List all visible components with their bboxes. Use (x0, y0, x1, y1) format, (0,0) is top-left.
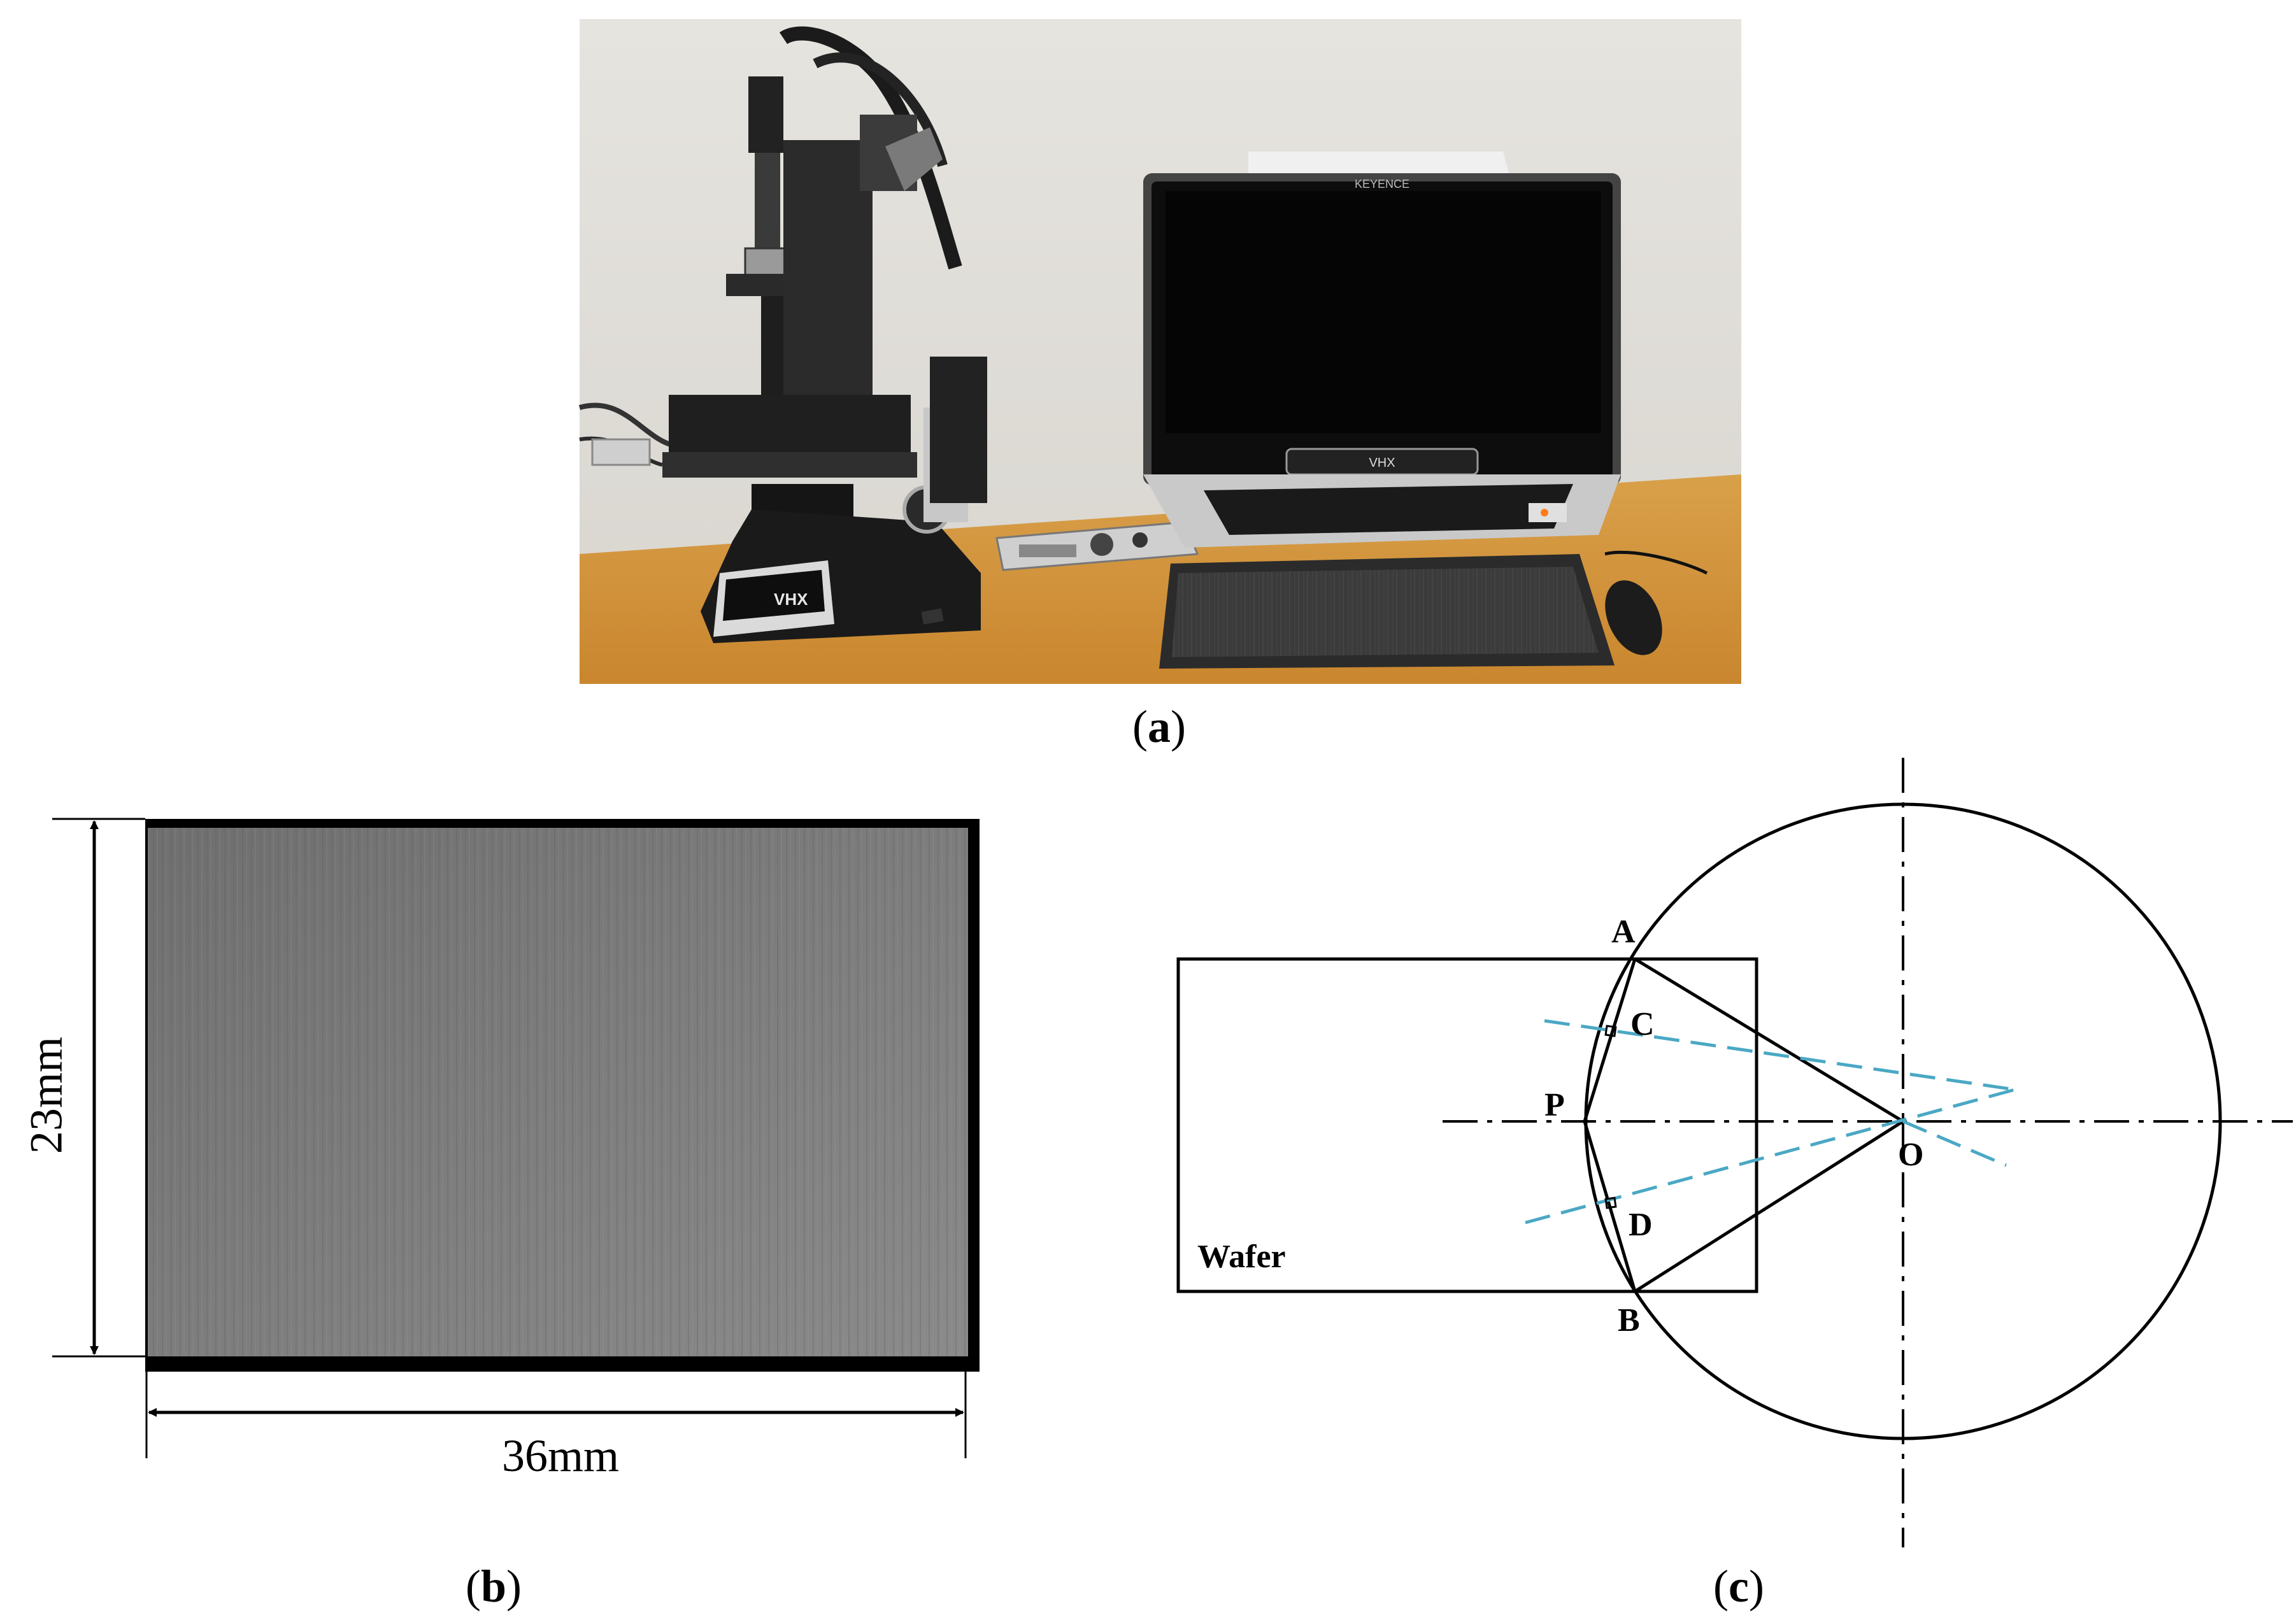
chord-AP (1583, 958, 1637, 1122)
monitor-brand-label: KEYENCE (1355, 178, 1409, 190)
mouse (1605, 580, 1662, 655)
monitor: KEYENCE VHX (1143, 152, 1621, 548)
right-angle-marker-D (1604, 1197, 1617, 1209)
point-label-D: D (1629, 1207, 1653, 1243)
keyboard (1159, 554, 1615, 669)
right-angle-marker-C (1604, 1025, 1617, 1037)
monitor-model-label: VHX (1369, 456, 1395, 470)
microscope-model-label: VHX (774, 590, 808, 609)
chord-PB (1583, 1121, 1637, 1292)
dashed-line-OC (1544, 1019, 2020, 1092)
point-label-P: P (1544, 1087, 1565, 1123)
line-AO (1634, 957, 1904, 1123)
panel-c (1176, 758, 2293, 1547)
point-label-C: C (1630, 1006, 1655, 1042)
wafer-label: Wafer (1197, 1239, 1286, 1275)
caption-c: (c) (1713, 1561, 1764, 1612)
wafer-rectangle (1176, 957, 1758, 1293)
width-dimension-label: 36mm (502, 1430, 619, 1481)
dashed-line-OD (1525, 1086, 2023, 1225)
line-BO (1634, 1119, 1904, 1293)
point-label-B: B (1618, 1302, 1640, 1339)
panel-a-photo: VHX KEYENCE VHX (578, 19, 1741, 684)
point-label-O: O (1898, 1137, 1923, 1173)
caption-b: (b) (466, 1561, 522, 1612)
caption-a: (a) (1132, 701, 1186, 752)
remote-controller (995, 521, 1199, 571)
point-label-A: A (1611, 914, 1636, 950)
panel-captions: (a) (b) (c) (466, 701, 1764, 1612)
panel-b: 23mm 36mm (21, 818, 980, 1481)
microscope: VHX (662, 26, 987, 643)
height-dimension-label: 23mm (21, 1037, 72, 1154)
panel-c-labels: A C P O D B Wafer (1197, 914, 1923, 1339)
